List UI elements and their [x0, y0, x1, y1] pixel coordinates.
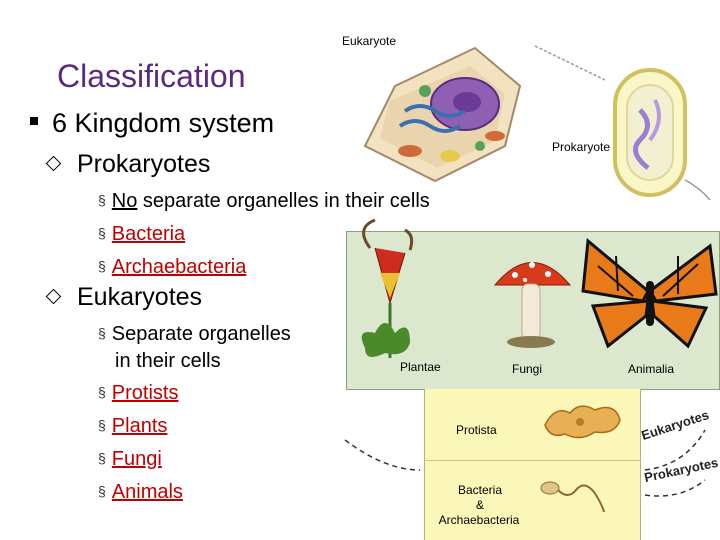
- bacteria-link[interactable]: Bacteria: [111, 223, 186, 245]
- item-text: Separate organelles: [111, 323, 291, 345]
- square-bullet-icon: §: [98, 450, 106, 466]
- square-bullet-icon: §: [98, 192, 106, 208]
- bacterium-illustration: [540, 481, 605, 513]
- eukaryotes-heading: Eukaryotes: [45, 283, 203, 312]
- square-bullet-icon: §: [98, 384, 106, 400]
- classification-arcs: [344, 429, 706, 497]
- square-bullet-icon: §: [98, 417, 106, 433]
- diamond-bullet-icon: [45, 288, 62, 305]
- bullet-six-kingdom: 6 Kingdom system: [30, 108, 274, 139]
- prokaryotes-list: § No separate organelles in their cells §…: [98, 185, 430, 284]
- prokaryotes-heading: Prokaryotes: [45, 150, 211, 179]
- square-bullet-icon: §: [98, 483, 106, 499]
- prokaryotes-heading-text: Prokaryotes: [77, 150, 211, 178]
- diamond-bullet-icon: [45, 155, 62, 172]
- list-item: § Animals: [98, 476, 291, 509]
- panel-divider: [424, 460, 641, 461]
- bacteria-label-line3: Archaebacteria: [438, 513, 520, 527]
- prokaryote-label: Prokaryote: [552, 140, 611, 154]
- list-item: § Protists: [98, 377, 291, 410]
- eukaryote-cell-illustration: [363, 46, 522, 183]
- square-bullet-icon: §: [98, 225, 106, 241]
- animals-link[interactable]: Animals: [111, 481, 183, 503]
- bacteria-label-line2: &: [475, 498, 484, 512]
- item-text: separate organelles in their cells: [137, 190, 430, 212]
- list-item: § Archaebacteria: [98, 251, 430, 284]
- no-underlined: No: [111, 190, 138, 212]
- list-item: § Separate organelles: [98, 318, 291, 351]
- plantae-label: Plantae: [400, 360, 441, 374]
- monarch-butterfly-illustration: [581, 238, 718, 349]
- list-item: § Bacteria: [98, 218, 430, 251]
- slide-title: Classification: [57, 58, 246, 94]
- protista-label: Protista: [456, 423, 497, 437]
- list-item: § Fungi: [98, 443, 291, 476]
- list-item: § Plants: [98, 410, 291, 443]
- bullet-text: 6 Kingdom system: [52, 108, 275, 138]
- archaebacteria-link[interactable]: Archaebacteria: [111, 256, 247, 278]
- bacteria-label-line1: Bacteria: [457, 483, 503, 497]
- square-bullet-icon: [30, 116, 38, 125]
- columbine-flower-illustration: [361, 218, 414, 358]
- animalia-label: Animalia: [628, 362, 675, 376]
- list-item: § No separate organelles in their cells: [98, 185, 430, 218]
- prokaryote-cell-illustration: [535, 45, 711, 200]
- eukaryotes-heading-text: Eukaryotes: [77, 283, 203, 311]
- square-bullet-icon: §: [98, 258, 106, 274]
- fungi-label: Fungi: [512, 362, 543, 376]
- plants-link[interactable]: Plants: [111, 415, 168, 437]
- square-bullet-icon: §: [98, 325, 106, 341]
- amoeba-illustration: [544, 405, 621, 439]
- list-item-continuation: in their cells: [115, 350, 221, 372]
- mushroom-illustration: [493, 262, 572, 348]
- eukaryotes-list: § Separate organelles in their cells § Pro…: [98, 318, 291, 509]
- eukaryote-label: Eukaryote: [342, 34, 397, 48]
- protists-link[interactable]: Protists: [111, 382, 179, 404]
- fungi-link[interactable]: Fungi: [111, 448, 162, 470]
